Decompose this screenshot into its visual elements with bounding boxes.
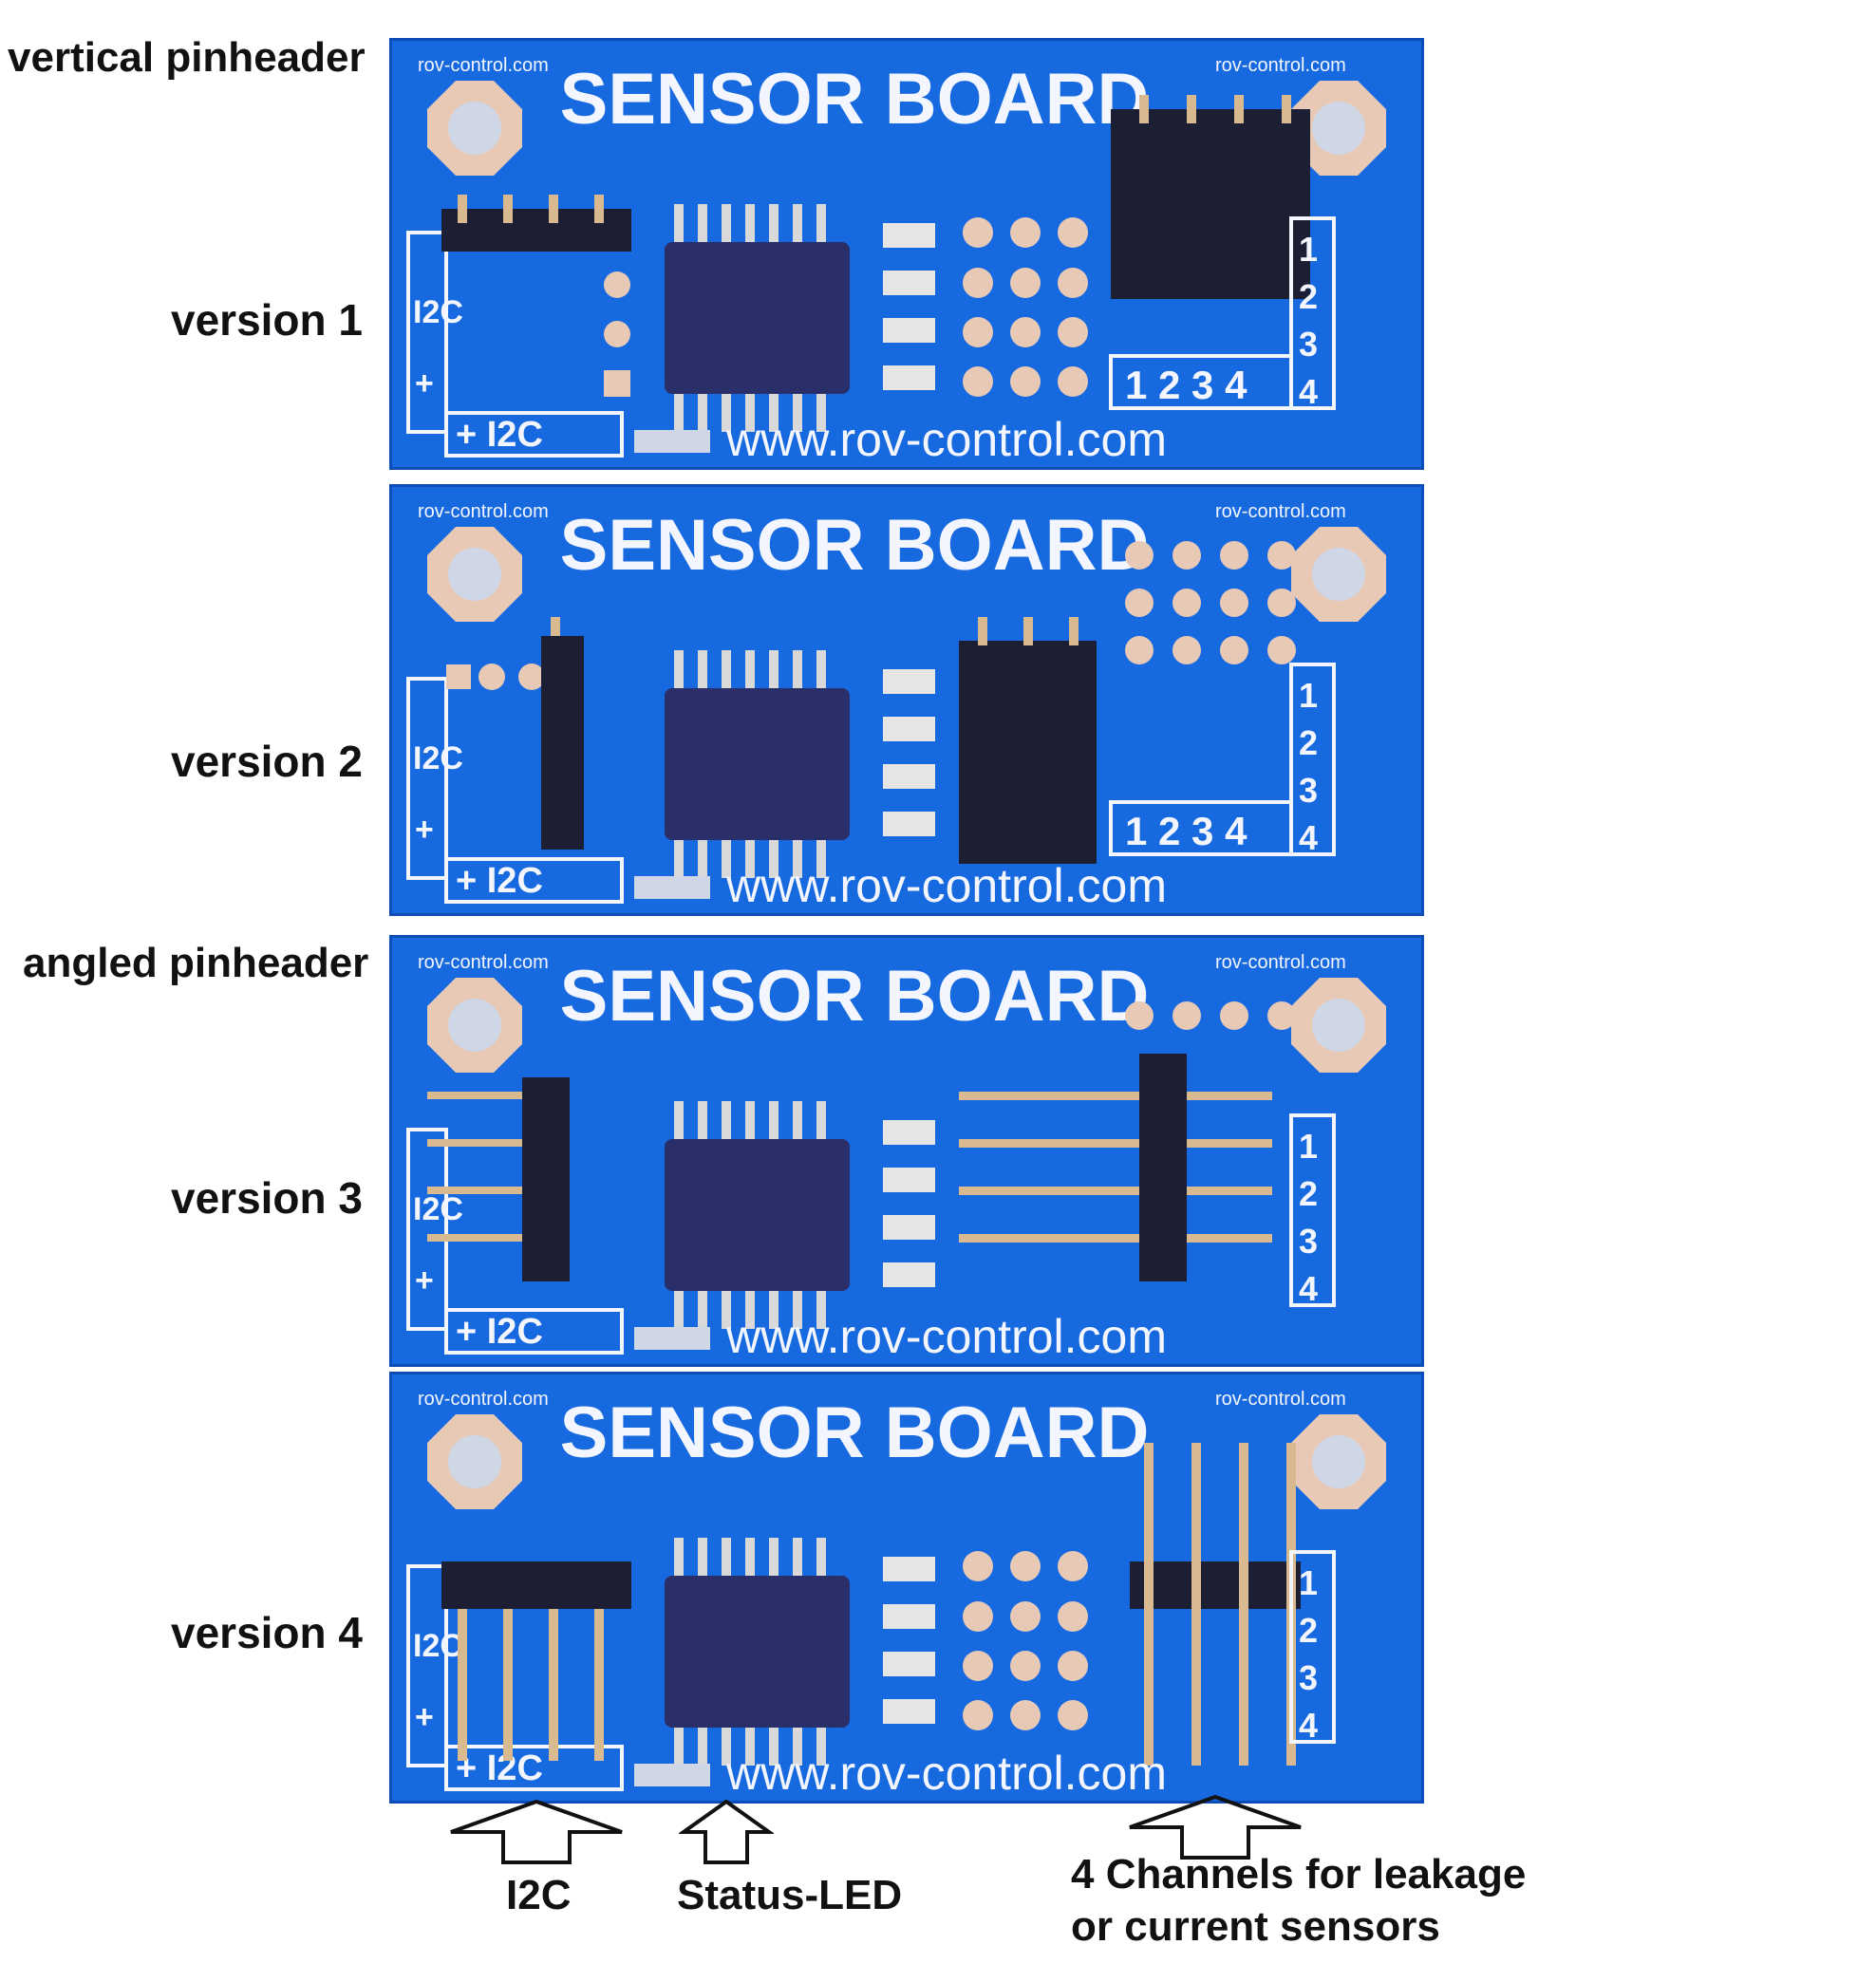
label-angled-pinheader: angled pinheader bbox=[23, 940, 369, 986]
label-version-3: version 3 bbox=[171, 1173, 363, 1223]
sensor-board-version-4: SENSOR BOARD rov-control.com rov-control… bbox=[389, 1372, 1424, 1804]
mounting-hole-left bbox=[427, 81, 522, 176]
corner-mark-right: rov-control.com bbox=[1215, 55, 1346, 76]
channel-col-3: 3 bbox=[1299, 325, 1318, 364]
corner-mark-left: rov-control.com bbox=[418, 55, 549, 76]
corner-mark-left: rov-control.com bbox=[418, 501, 549, 522]
i2c-side-short: I2C bbox=[413, 1191, 463, 1227]
board-title: SENSOR BOARD bbox=[560, 956, 1150, 1037]
corner-mark-left: rov-control.com bbox=[418, 1389, 549, 1410]
board-photo: SENSOR BOARD rov-control.com rov-control… bbox=[389, 484, 1424, 916]
plus-silk: + bbox=[415, 1699, 434, 1735]
arrow-up-i2c-icon bbox=[450, 1799, 623, 1864]
i2c-side-short: I2C bbox=[413, 740, 463, 776]
plus-silk: + bbox=[415, 1262, 434, 1299]
corner-mark-right: rov-control.com bbox=[1215, 501, 1346, 522]
callout-status-led: Status-LED bbox=[677, 1872, 903, 1918]
callout-channels-line-1: 4 Channels for leakage bbox=[1071, 1851, 1527, 1898]
channel-col-3: 3 bbox=[1299, 1222, 1318, 1261]
channel-col-4: 4 bbox=[1299, 818, 1318, 857]
callout-i2c: I2C bbox=[506, 1872, 572, 1918]
board-title: SENSOR BOARD bbox=[560, 59, 1150, 140]
board-url: www.rov-control.com bbox=[725, 859, 1167, 912]
board-photo: SENSOR BOARD rov-control.com rov-control… bbox=[389, 1372, 1424, 1804]
channel-col-4: 4 bbox=[1299, 372, 1318, 411]
mounting-hole-right bbox=[1291, 527, 1386, 622]
label-version-2: version 2 bbox=[171, 737, 363, 786]
plus-silk: + bbox=[415, 365, 434, 402]
i2c-silk-label: + I2C bbox=[456, 1748, 543, 1788]
channel-col-2: 2 bbox=[1299, 1174, 1318, 1213]
corner-mark-right: rov-control.com bbox=[1215, 1389, 1346, 1410]
board-url: www.rov-control.com bbox=[725, 413, 1167, 466]
i2c-silk-label: + I2C bbox=[456, 1312, 543, 1352]
mounting-hole-right bbox=[1291, 81, 1386, 176]
channel-col-2: 2 bbox=[1299, 1611, 1318, 1650]
channel-col-2: 2 bbox=[1299, 723, 1318, 762]
callout-channels-line-2: or current sensors bbox=[1071, 1903, 1440, 1950]
channel-col-1: 1 bbox=[1299, 1127, 1318, 1166]
sensor-board-version-2: SENSOR BOARD rov-control.com rov-control… bbox=[389, 484, 1424, 916]
channel-col-1: 1 bbox=[1299, 230, 1318, 269]
channel-row-numbers: 1 2 3 4 bbox=[1125, 363, 1248, 407]
mounting-hole-left bbox=[427, 1414, 522, 1509]
sensor-board-version-3: SENSOR BOARD rov-control.com rov-control… bbox=[389, 935, 1424, 1367]
arrow-up-status-led-icon bbox=[679, 1799, 774, 1864]
mounting-hole-left bbox=[427, 978, 522, 1073]
channel-col-3: 3 bbox=[1299, 771, 1318, 810]
status-led bbox=[634, 1764, 710, 1786]
channel-col-2: 2 bbox=[1299, 277, 1318, 316]
channel-col-4: 4 bbox=[1299, 1269, 1318, 1308]
board-photo: SENSOR BOARD rov-control.com rov-control… bbox=[389, 935, 1424, 1367]
board-photo: SENSOR BOARD rov-control.com rov-control… bbox=[389, 38, 1424, 470]
sensor-board-version-1: SENSOR BOARD rov-control.com rov-control… bbox=[389, 38, 1424, 470]
i2c-side-short: I2C bbox=[413, 294, 463, 330]
status-led bbox=[634, 1327, 710, 1350]
status-led bbox=[634, 876, 710, 899]
corner-mark-left: rov-control.com bbox=[418, 952, 549, 973]
label-version-1: version 1 bbox=[171, 295, 363, 345]
status-led bbox=[634, 430, 710, 453]
channel-col-3: 3 bbox=[1299, 1658, 1318, 1697]
i2c-silk-label: + I2C bbox=[456, 861, 543, 901]
channel-col-1: 1 bbox=[1299, 676, 1318, 715]
channel-col-4: 4 bbox=[1299, 1706, 1318, 1745]
board-url: www.rov-control.com bbox=[725, 1310, 1167, 1363]
label-vertical-pinheader: vertical pinheader bbox=[8, 34, 366, 81]
label-version-4: version 4 bbox=[171, 1608, 363, 1657]
plus-silk: + bbox=[415, 812, 434, 848]
channel-col-1: 1 bbox=[1299, 1563, 1318, 1602]
mounting-hole-left bbox=[427, 527, 522, 622]
i2c-side-short: I2C bbox=[413, 1628, 463, 1664]
board-url: www.rov-control.com bbox=[725, 1747, 1167, 1800]
mounting-hole-right bbox=[1291, 1414, 1386, 1509]
corner-mark-right: rov-control.com bbox=[1215, 952, 1346, 973]
mounting-hole-right bbox=[1291, 978, 1386, 1073]
arrow-up-channels-icon bbox=[1129, 1794, 1302, 1860]
i2c-silk-label: + I2C bbox=[456, 415, 543, 455]
board-title: SENSOR BOARD bbox=[560, 1393, 1150, 1473]
channel-row-numbers: 1 2 3 4 bbox=[1125, 809, 1248, 853]
board-title: SENSOR BOARD bbox=[560, 505, 1150, 586]
